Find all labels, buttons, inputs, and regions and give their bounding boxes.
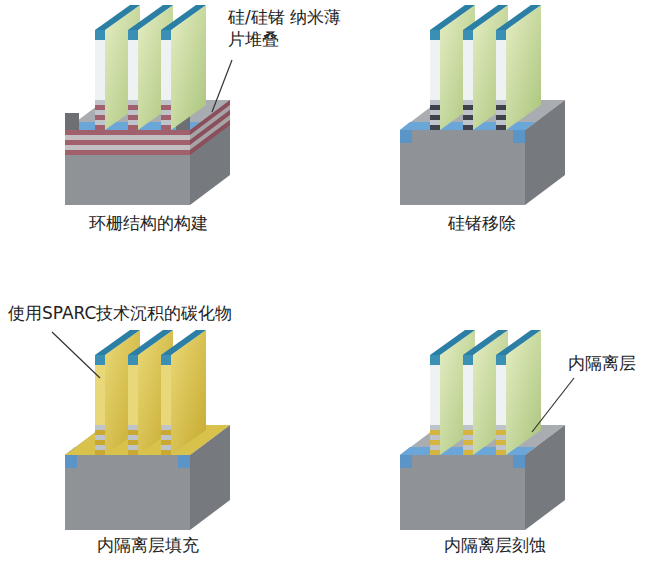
- illustration-part: [430, 430, 506, 455]
- illustration-part: [430, 330, 541, 455]
- illustration-part: [430, 100, 506, 125]
- illustration-part: [532, 378, 574, 432]
- illustration-part: [430, 425, 506, 450]
- illustration-part: [95, 430, 171, 455]
- illustration-part: [430, 5, 541, 130]
- leader-lines: [52, 60, 574, 432]
- illustration-part: [212, 60, 232, 112]
- callout-label: 使用SPARC技术沉积的碳化物: [8, 302, 232, 324]
- illustration-part: [190, 115, 230, 150]
- illustration-part: [65, 130, 190, 135]
- step-caption: 内隔离层刻蚀: [444, 534, 546, 556]
- illustration-part: [65, 145, 190, 150]
- step-caption: 硅锗移除: [448, 212, 516, 234]
- illustration-part: [65, 150, 190, 155]
- panel-spacer-etch: [400, 330, 565, 530]
- illustration-part: [52, 332, 100, 378]
- illustration-part: [65, 135, 190, 140]
- panel-gaa-build: [65, 5, 230, 205]
- step-caption: 环栅结构的构建: [89, 212, 208, 234]
- illustration-part: [95, 330, 206, 455]
- illustration-part: [95, 100, 171, 125]
- step-caption: 内隔离层填充: [97, 534, 199, 556]
- illustration-part: [430, 105, 506, 130]
- illustration-part: [95, 105, 171, 130]
- illustration-part: [65, 140, 190, 145]
- illustration-part: [95, 5, 206, 130]
- panel-sige-removal: [400, 5, 565, 205]
- callout-label: 内隔离层: [568, 352, 636, 374]
- callout-label: 硅/硅锗 纳米薄片堆叠: [228, 6, 346, 50]
- panel-spacer-fill: [65, 330, 230, 530]
- illustration-part: [95, 425, 171, 450]
- illustration-part: [190, 120, 230, 155]
- illustration-part: [65, 113, 79, 130]
